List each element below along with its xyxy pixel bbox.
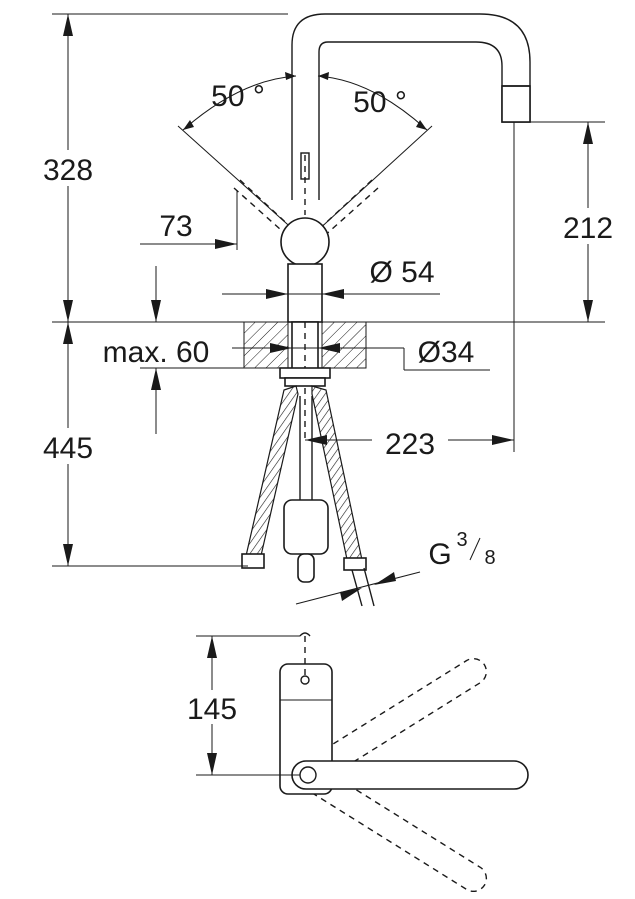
- dim-thread-den: 8: [484, 547, 495, 569]
- dim-plan-depth: 145: [187, 693, 237, 726]
- dim-height-below: 445: [43, 432, 93, 465]
- faucet-body: [287, 263, 323, 323]
- handle-left-position: [239, 179, 297, 233]
- handle-knob: [280, 217, 330, 267]
- dim-handle-offset: 73: [159, 210, 192, 243]
- dim-thread-num: 3: [456, 529, 467, 551]
- dim-thread: G: [428, 538, 451, 571]
- dim-spout-height: 212: [563, 212, 613, 245]
- weight: [283, 499, 329, 555]
- dim-angle-right: 50 °: [353, 86, 407, 119]
- dim-spout-reach: 223: [385, 428, 435, 461]
- mounting-nut: [279, 367, 331, 379]
- thread-leader: [295, 571, 421, 605]
- dim-angle-left: 50 °: [211, 80, 265, 113]
- dim-height-above: 328: [43, 154, 93, 187]
- elevation-view: 328 445 212 223 73 50 ° 50 ° Ø: [34, 13, 624, 607]
- dim-max-thickness: max. 60: [103, 336, 210, 369]
- hose-fitting-right: [343, 557, 367, 571]
- hose-fitting-left: [241, 553, 265, 569]
- counter-section-left: [243, 321, 289, 369]
- dim-hole-diameter: Ø34: [418, 336, 475, 369]
- plan-view: 145: [176, 632, 529, 893]
- spout-position-center: [291, 760, 529, 790]
- spout: [291, 13, 531, 200]
- dim-body-diameter: Ø 54: [369, 256, 434, 289]
- spout-aerator: [501, 85, 531, 123]
- counter-section-right: [321, 321, 367, 369]
